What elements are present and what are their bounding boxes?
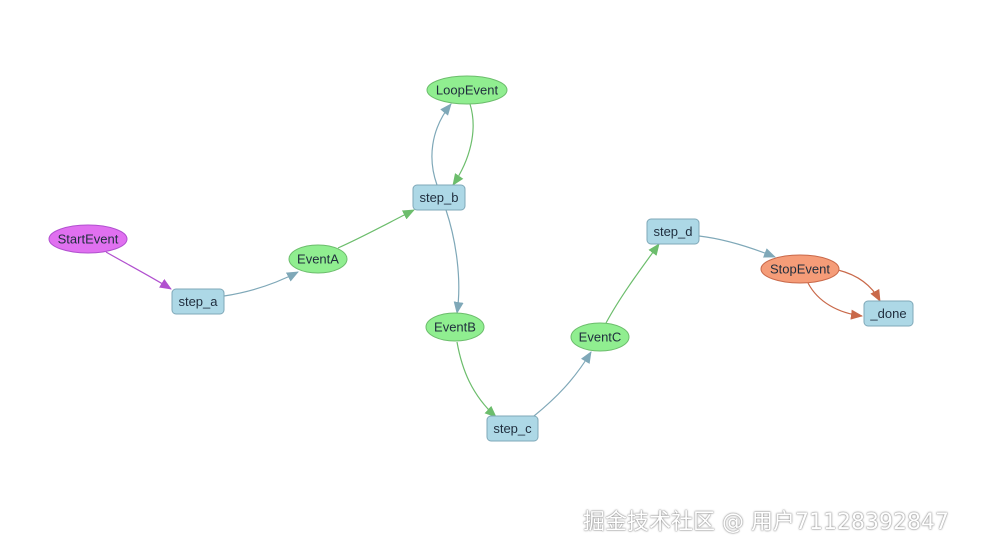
node-label-stopevent: StopEvent bbox=[770, 262, 830, 277]
edge-step-d-to-stopevent bbox=[698, 235, 776, 258]
node-label-step-a: step_a bbox=[178, 294, 218, 309]
node-eventa: EventA bbox=[288, 244, 348, 274]
node-loopevent: LoopEvent bbox=[426, 75, 508, 105]
node-step-b: step_b bbox=[412, 184, 466, 211]
watermark-text: 掘金技术社区 @ 用户7112839284​7 bbox=[583, 510, 949, 535]
edge-step-b-to-eventb bbox=[445, 209, 464, 314]
node-label-startevent: StartEvent bbox=[58, 232, 119, 247]
node-label-eventc: EventC bbox=[579, 330, 622, 345]
nodes: StartEvent step_a EventA step_b LoopEven… bbox=[48, 75, 914, 442]
node-label-eventb: EventB bbox=[434, 320, 476, 335]
node-step-c: step_c bbox=[486, 415, 539, 442]
edge-eventb-to-step-c bbox=[456, 341, 497, 418]
node-label-loopevent: LoopEvent bbox=[436, 83, 499, 98]
edge-stopevent-to-done-lower bbox=[807, 282, 863, 320]
edge-eventc-to-step-d bbox=[605, 243, 660, 324]
edge-stopevent-to-done-upper bbox=[837, 269, 881, 302]
node-label-step-c: step_c bbox=[493, 421, 532, 436]
node-label-step-d: step_d bbox=[653, 224, 692, 239]
node-label-step-b: step_b bbox=[419, 190, 458, 205]
edge-loopevent-to-step-b bbox=[452, 103, 474, 186]
node-eventc: EventC bbox=[570, 322, 630, 352]
edge-eventa-to-step-b bbox=[337, 209, 415, 249]
node-done: _done bbox=[863, 300, 914, 327]
node-step-a: step_a bbox=[171, 288, 225, 315]
node-stopevent: StopEvent bbox=[760, 254, 840, 284]
edges bbox=[105, 103, 881, 418]
edge-startevent-to-step-a bbox=[105, 251, 172, 290]
edge-step-a-to-eventa bbox=[223, 271, 299, 297]
node-eventb: EventB bbox=[425, 312, 485, 342]
node-label-eventa: EventA bbox=[297, 252, 339, 267]
node-step-d: step_d bbox=[646, 218, 700, 245]
edge-step-b-to-loopevent bbox=[431, 103, 452, 186]
node-label-done: _done bbox=[869, 306, 906, 321]
edge-step-c-to-eventc bbox=[533, 351, 592, 417]
node-startevent: StartEvent bbox=[48, 224, 128, 254]
